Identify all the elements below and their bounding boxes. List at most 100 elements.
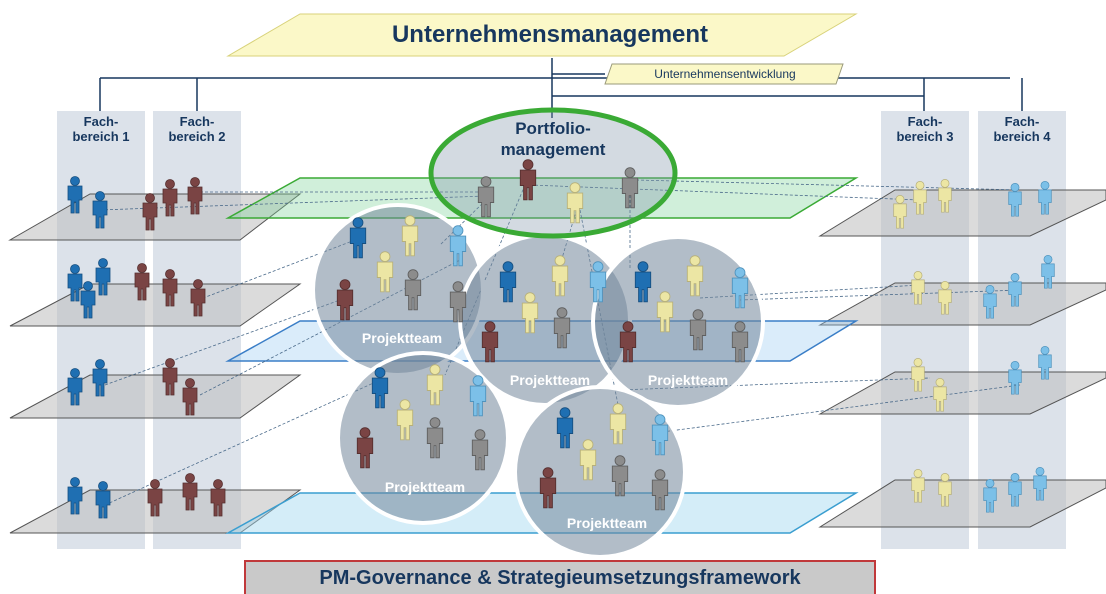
person-icon <box>396 399 414 441</box>
person-icon <box>376 251 394 293</box>
department-label-1: Fach- bereich 1 <box>72 114 130 144</box>
right-planes <box>818 189 1106 528</box>
person-icon <box>95 258 111 296</box>
right-plane-1 <box>818 189 1106 237</box>
left-plane-3 <box>9 374 302 419</box>
person-icon <box>686 255 704 297</box>
person-icon <box>499 261 517 303</box>
people-layer <box>67 159 1055 519</box>
project-team-label-2: Projektteam <box>510 372 590 388</box>
person-icon <box>67 264 83 302</box>
person-icon <box>911 270 925 305</box>
person-icon <box>553 307 571 349</box>
person-icon <box>519 159 537 201</box>
person-icon <box>426 417 444 459</box>
person-icon <box>983 478 997 513</box>
person-icon <box>579 439 597 481</box>
sub-unit-box <box>604 63 844 85</box>
portfolio-ellipse <box>428 107 678 239</box>
org-chart-lines <box>99 58 1023 118</box>
person-icon <box>190 279 206 317</box>
person-icon <box>162 269 178 307</box>
department-label-3: Fach- bereich 3 <box>896 114 954 144</box>
person-icon <box>1033 466 1047 501</box>
person-icon <box>731 321 749 363</box>
person-icon <box>689 309 707 351</box>
person-icon <box>938 178 952 213</box>
person-icon <box>426 364 444 406</box>
person-icon <box>182 378 198 416</box>
person-icon <box>589 261 607 303</box>
framework-title: PM-Governance & Strategieumsetzungsframe… <box>244 560 876 594</box>
person-icon <box>634 261 652 303</box>
person-icon <box>539 467 557 509</box>
person-icon <box>983 284 997 319</box>
person-icon <box>92 191 108 229</box>
portfolio-label: Portfolio- management <box>500 119 606 159</box>
person-icon <box>67 176 83 214</box>
person-icon <box>621 167 639 209</box>
person-icon <box>609 403 627 445</box>
person-icon <box>182 473 198 511</box>
person-icon <box>92 359 108 397</box>
person-icon <box>911 357 925 392</box>
person-icon <box>651 469 669 511</box>
person-icon <box>349 217 367 259</box>
project-team-label-3: Projektteam <box>648 372 728 388</box>
person-icon <box>469 375 487 417</box>
person-icon <box>134 263 150 301</box>
person-icon <box>1008 472 1022 507</box>
person-icon <box>481 321 499 363</box>
project-team-label-4: Projektteam <box>385 479 465 495</box>
person-icon <box>611 455 629 497</box>
person-icon <box>913 180 927 215</box>
right-plane-2 <box>818 282 1106 326</box>
person-icon <box>731 267 749 309</box>
person-icon <box>893 194 907 229</box>
person-icon <box>471 429 489 471</box>
person-icon <box>356 427 374 469</box>
person-icon <box>933 377 947 412</box>
department-column-4 <box>978 111 1066 549</box>
management-title: Unternehmensmanagement <box>391 21 709 48</box>
person-icon <box>911 468 925 503</box>
person-icon <box>1008 182 1022 217</box>
person-icon <box>142 193 158 231</box>
person-icon <box>1041 254 1055 289</box>
person-icon <box>162 358 178 396</box>
person-icon <box>566 182 584 224</box>
right-plane-4 <box>818 479 1106 528</box>
person-icon <box>656 291 674 333</box>
person-icon <box>401 215 419 257</box>
person-icon <box>162 179 178 217</box>
person-icon <box>147 479 163 517</box>
person-icon <box>67 477 83 515</box>
right-plane-3 <box>818 371 1106 415</box>
person-icon <box>210 479 226 517</box>
person-icon <box>619 321 637 363</box>
person-icon <box>95 481 111 519</box>
person-icon <box>80 281 96 319</box>
person-icon <box>371 367 389 409</box>
person-icon <box>938 280 952 315</box>
left-plane-2 <box>9 283 302 327</box>
person-icon <box>67 368 83 406</box>
person-icon <box>336 279 354 321</box>
person-icon <box>938 472 952 507</box>
person-icon <box>1038 345 1052 380</box>
person-icon <box>1008 360 1022 395</box>
department-column-3 <box>881 111 969 549</box>
person-icon <box>449 225 467 267</box>
person-icon <box>1038 180 1052 215</box>
department-label-2: Fach- bereich 2 <box>168 114 226 144</box>
person-icon <box>651 414 669 456</box>
person-icon <box>1008 272 1022 307</box>
project-team-label-5: Projektteam <box>567 515 647 531</box>
sub-unit-label: Unternehmensentwicklung <box>654 67 796 81</box>
department-label-4: Fach- bereich 4 <box>993 114 1051 144</box>
person-icon <box>551 255 569 297</box>
person-icon <box>477 176 495 218</box>
person-icon <box>521 292 539 334</box>
